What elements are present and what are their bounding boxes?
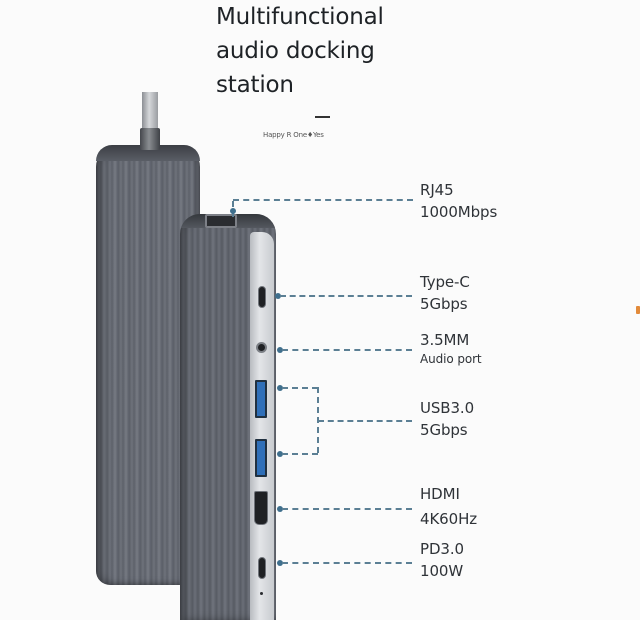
hdmi-callout-dot	[277, 506, 283, 512]
usb2-callout-line	[282, 453, 318, 455]
usb-callout-line	[318, 420, 412, 422]
indicator-led-icon	[260, 592, 263, 595]
subtitle: Happy R One♦Yes	[263, 131, 324, 139]
audio-callout-dot	[277, 347, 283, 353]
page-title: Multifunctional audio docking station	[216, 0, 384, 102]
cable-collar	[140, 128, 160, 150]
rj45-callout-line	[233, 199, 413, 201]
usb2-callout-dot	[277, 451, 283, 457]
hdmi-spec: 4K60Hz	[420, 510, 478, 528]
pd-callout-dot	[277, 560, 283, 566]
audio-jack-icon	[256, 342, 267, 353]
type-c-spec: 5Gbps	[420, 295, 468, 313]
audio-name: 3.5MM	[420, 331, 470, 349]
type-c-callout-line	[280, 295, 412, 297]
pd-label: PD3.0 100W	[420, 538, 464, 582]
rj45-callout-dot	[230, 208, 236, 214]
audio-spec: Audio port	[420, 352, 482, 366]
usb-port-2-icon	[255, 439, 267, 477]
pd-spec: 100W	[420, 562, 464, 580]
pd-port-icon	[258, 557, 266, 579]
usb-port-1-icon	[255, 380, 267, 418]
rj45-port-icon	[205, 214, 237, 228]
usb1-callout-line	[282, 387, 318, 389]
hdmi-callout-line	[282, 508, 412, 510]
type-c-callout-dot	[275, 293, 281, 299]
rj45-name: RJ45	[420, 181, 454, 199]
rj45-spec: 1000Mbps	[420, 203, 498, 221]
type-c-port-icon	[258, 286, 266, 308]
hdmi-label: HDMI 4K60Hz	[420, 483, 477, 530]
hdmi-name: HDMI	[420, 485, 460, 503]
rj45-label: RJ45 1000Mbps	[420, 179, 497, 223]
audio-label: 3.5MM Audio port	[420, 329, 482, 367]
hdmi-port-icon	[254, 491, 268, 525]
title-line-2: audio docking	[216, 38, 375, 64]
usb-name: USB3.0	[420, 399, 475, 417]
title-line-3: station	[216, 72, 294, 98]
pd-callout-line	[282, 562, 412, 564]
pd-name: PD3.0	[420, 540, 464, 558]
edge-mark	[636, 306, 640, 314]
usb1-callout-dot	[277, 385, 283, 391]
type-c-label: Type-C 5Gbps	[420, 271, 470, 315]
type-c-name: Type-C	[420, 273, 470, 291]
title-divider	[315, 116, 330, 118]
audio-callout-line	[282, 349, 412, 351]
title-line-1: Multifunctional	[216, 4, 384, 30]
usb-label: USB3.0 5Gbps	[420, 397, 474, 441]
usb-spec: 5Gbps	[420, 421, 468, 439]
